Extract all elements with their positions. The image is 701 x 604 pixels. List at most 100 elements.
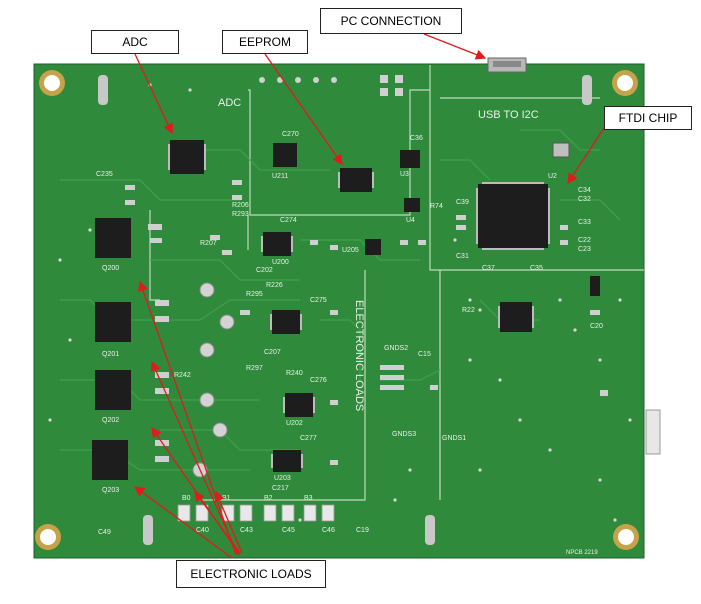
silk-pcb-id: NPCB 2219 xyxy=(566,550,598,556)
silk-r206: R206 xyxy=(232,202,249,209)
silk-b1: B1 xyxy=(222,495,231,502)
silk-c39: C39 xyxy=(456,199,469,206)
round-pads xyxy=(192,282,235,478)
silk-usb-to-i2c: USB TO I2C xyxy=(478,109,539,121)
u200-chip xyxy=(263,232,291,256)
u202-chip xyxy=(285,393,313,417)
silk-c43: C43 xyxy=(240,527,253,534)
silk-c49: C49 xyxy=(98,529,111,536)
ftdi-chip-body xyxy=(478,184,548,248)
callout-pc-connection: PC CONNECTION xyxy=(320,8,462,34)
silk-q203: Q203 xyxy=(102,487,119,494)
silk-r22: R22 xyxy=(462,307,475,314)
u201-chip xyxy=(272,310,300,334)
silk-r293: R293 xyxy=(232,211,249,218)
callout-arrows xyxy=(133,33,605,559)
silk-b2: B2 xyxy=(264,495,273,502)
ic-pins xyxy=(168,144,550,468)
ics xyxy=(92,140,600,480)
arrow-pc xyxy=(423,33,487,60)
silk-r74: R74 xyxy=(430,203,443,210)
silk-c32: C32 xyxy=(578,196,591,203)
passive-components xyxy=(125,180,608,465)
silk-c34: C34 xyxy=(578,187,591,194)
arrow-loads-4 xyxy=(133,486,233,559)
silk-c235: C235 xyxy=(96,171,113,178)
callout-ftdi-chip: FTDI CHIP xyxy=(604,106,692,130)
silk-c36: C36 xyxy=(410,135,423,142)
callout-eeprom: EEPROM xyxy=(222,30,308,54)
u211-chip xyxy=(273,143,297,167)
u203-chip xyxy=(273,450,301,472)
silk-c274: C274 xyxy=(280,217,297,224)
arrow-eeprom xyxy=(264,53,343,166)
mounting-holes xyxy=(35,70,639,550)
silk-c217: C217 xyxy=(272,485,289,492)
silk-r242: R242 xyxy=(174,372,191,379)
silk-gnds2: GNDS2 xyxy=(384,345,408,352)
silk-c31: C31 xyxy=(456,253,469,260)
silk-u4: U4 xyxy=(406,217,415,224)
silk-electronic-loads: ELECTRONIC LOADS xyxy=(353,300,365,411)
silk-c22: C22 xyxy=(578,237,591,244)
silk-q202: Q202 xyxy=(102,417,119,424)
silk-u3: U3 xyxy=(400,171,409,178)
silk-u2: U2 xyxy=(548,173,557,180)
load-connector-pads xyxy=(177,504,335,522)
u4-chip xyxy=(404,198,420,212)
silk-b0: B0 xyxy=(182,495,191,502)
silk-r207: R207 xyxy=(200,240,217,247)
silk-adc: ADC xyxy=(218,97,241,109)
silk-b3: B3 xyxy=(304,495,313,502)
silk-c33: C33 xyxy=(578,219,591,226)
arrow-ftdi xyxy=(567,127,605,185)
silk-gnds3: GNDS3 xyxy=(392,431,416,438)
u3-chip xyxy=(400,150,420,168)
silk-c276: C276 xyxy=(310,377,327,384)
arrow-loads-6 xyxy=(214,490,243,554)
silk-r240: R240 xyxy=(286,370,303,377)
silk-c23: C23 xyxy=(578,246,591,253)
silk-r226: R226 xyxy=(266,282,283,289)
silk-c275: C275 xyxy=(310,297,327,304)
arrow-loads-5 xyxy=(194,490,241,554)
q201-chip xyxy=(95,302,131,342)
q202-chip xyxy=(95,370,131,410)
header-pins xyxy=(259,75,403,96)
arrow-adc xyxy=(134,53,173,135)
u205-chip xyxy=(365,239,381,255)
arrow-loads-1 xyxy=(138,280,237,556)
silk-c202: C202 xyxy=(256,267,273,274)
edge-pads xyxy=(98,75,661,545)
callout-electronic-loads: ELECTRONIC LOADS xyxy=(176,560,326,588)
silk-r297: R297 xyxy=(246,365,263,372)
silk-c15: C15 xyxy=(418,351,431,358)
pcb-board xyxy=(33,63,645,559)
silk-c40: C40 xyxy=(196,527,209,534)
callout-adc: ADC xyxy=(91,30,179,54)
silk-u205: U205 xyxy=(342,247,359,254)
silk-u202: U202 xyxy=(286,420,303,427)
silk-c19: C19 xyxy=(356,527,369,534)
silk-u211: U211 xyxy=(272,173,288,180)
silk-u203: U203 xyxy=(274,475,291,482)
usb-connector xyxy=(487,57,527,73)
silk-q201: Q201 xyxy=(102,351,119,358)
silk-c46: C46 xyxy=(322,527,335,534)
silk-c20: C20 xyxy=(590,323,603,330)
q200-chip xyxy=(95,218,131,258)
silk-c270: C270 xyxy=(282,131,299,138)
silk-c207: C207 xyxy=(264,349,281,356)
q203-chip xyxy=(92,440,128,480)
silk-q200: Q200 xyxy=(102,265,119,272)
crystal xyxy=(552,142,570,158)
eeprom-chip xyxy=(340,168,372,192)
silk-u200: U200 xyxy=(272,259,289,266)
silk-c37: C37 xyxy=(482,265,495,272)
silk-gnds1: GNDS1 xyxy=(442,435,466,442)
silk-c35: C35 xyxy=(530,265,543,272)
adc-chip xyxy=(170,140,204,174)
u2-chip xyxy=(500,302,532,332)
silk-c45: C45 xyxy=(282,527,295,534)
